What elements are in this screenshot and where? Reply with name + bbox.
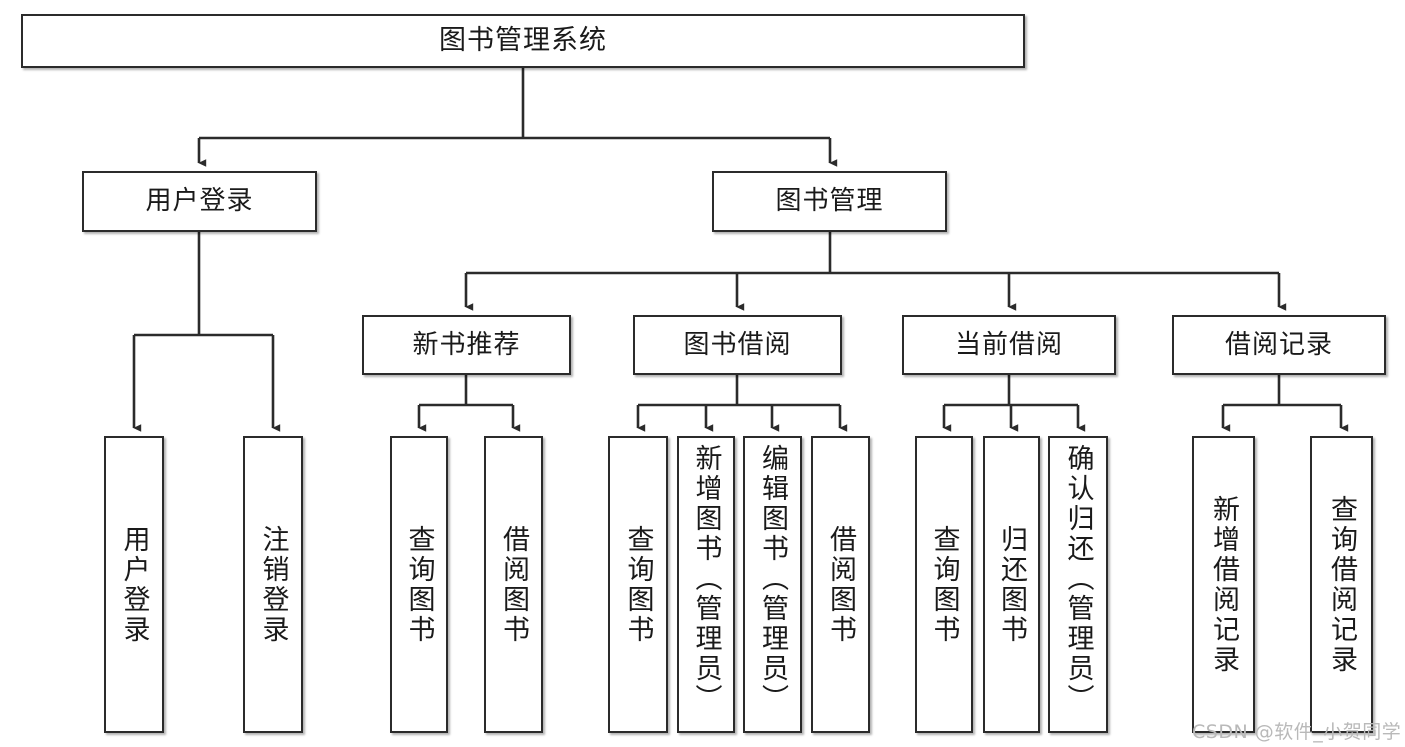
leaf-confirm-return[interactable]: 确认归还（管理员） — [1048, 436, 1108, 733]
node-root[interactable]: 图书管理系统 — [21, 14, 1025, 68]
node-borrow-record[interactable]: 借阅记录 — [1172, 315, 1386, 375]
node-root-label: 图书管理系统 — [439, 25, 607, 57]
node-new-book-recommend-label: 新书推荐 — [412, 329, 521, 360]
leaf-edit-book-label: 编辑图书（管理员） — [757, 444, 788, 714]
leaf-query-record[interactable]: 查询借阅记录 — [1310, 436, 1373, 733]
csdn-watermark: CSDN @软件_小贺同学 — [1192, 721, 1402, 743]
node-book-manage[interactable]: 图书管理 — [712, 171, 947, 232]
leaf-user-logout-label: 注销登录 — [257, 524, 289, 645]
leaf-return-book[interactable]: 归还图书 — [983, 436, 1040, 733]
node-current-borrow[interactable]: 当前借阅 — [902, 315, 1116, 375]
leaf-query-record-label: 查询借阅记录 — [1326, 494, 1357, 675]
leaf-confirm-return-label: 确认归还（管理员） — [1062, 444, 1094, 714]
leaf-query-book-1-label: 查询图书 — [403, 524, 435, 645]
leaf-user-logout[interactable]: 注销登录 — [243, 436, 303, 733]
node-book-manage-label: 图书管理 — [775, 186, 884, 217]
leaf-query-book-1[interactable]: 查询图书 — [390, 436, 448, 733]
leaf-borrow-book-2[interactable]: 借阅图书 — [811, 436, 870, 733]
leaf-add-record-label: 新增借阅记录 — [1208, 494, 1239, 675]
leaf-user-login-label: 用户登录 — [118, 524, 150, 645]
leaf-query-book-3[interactable]: 查询图书 — [915, 436, 973, 733]
node-new-book-recommend[interactable]: 新书推荐 — [362, 315, 571, 375]
leaf-query-book-2[interactable]: 查询图书 — [608, 436, 668, 733]
node-current-borrow-label: 当前借阅 — [954, 329, 1063, 360]
node-user-login[interactable]: 用户登录 — [82, 171, 317, 232]
node-user-login-label: 用户登录 — [145, 186, 254, 217]
leaf-user-login[interactable]: 用户登录 — [104, 436, 164, 733]
leaf-borrow-book-1[interactable]: 借阅图书 — [484, 436, 543, 733]
leaf-return-book-label: 归还图书 — [996, 524, 1027, 645]
leaf-borrow-book-2-label: 借阅图书 — [825, 524, 856, 645]
leaf-edit-book[interactable]: 编辑图书（管理员） — [743, 436, 802, 733]
node-borrow-record-label: 借阅记录 — [1224, 329, 1333, 360]
leaf-borrow-book-1-label: 借阅图书 — [498, 524, 529, 645]
leaf-query-book-2-label: 查询图书 — [622, 524, 654, 645]
leaf-add-record[interactable]: 新增借阅记录 — [1192, 436, 1255, 733]
node-book-borrow[interactable]: 图书借阅 — [633, 315, 842, 375]
leaf-add-book[interactable]: 新增图书（管理员） — [677, 436, 735, 733]
leaf-query-book-3-label: 查询图书 — [928, 524, 960, 645]
leaf-add-book-label: 新增图书（管理员） — [690, 444, 722, 714]
node-book-borrow-label: 图书借阅 — [683, 329, 792, 360]
